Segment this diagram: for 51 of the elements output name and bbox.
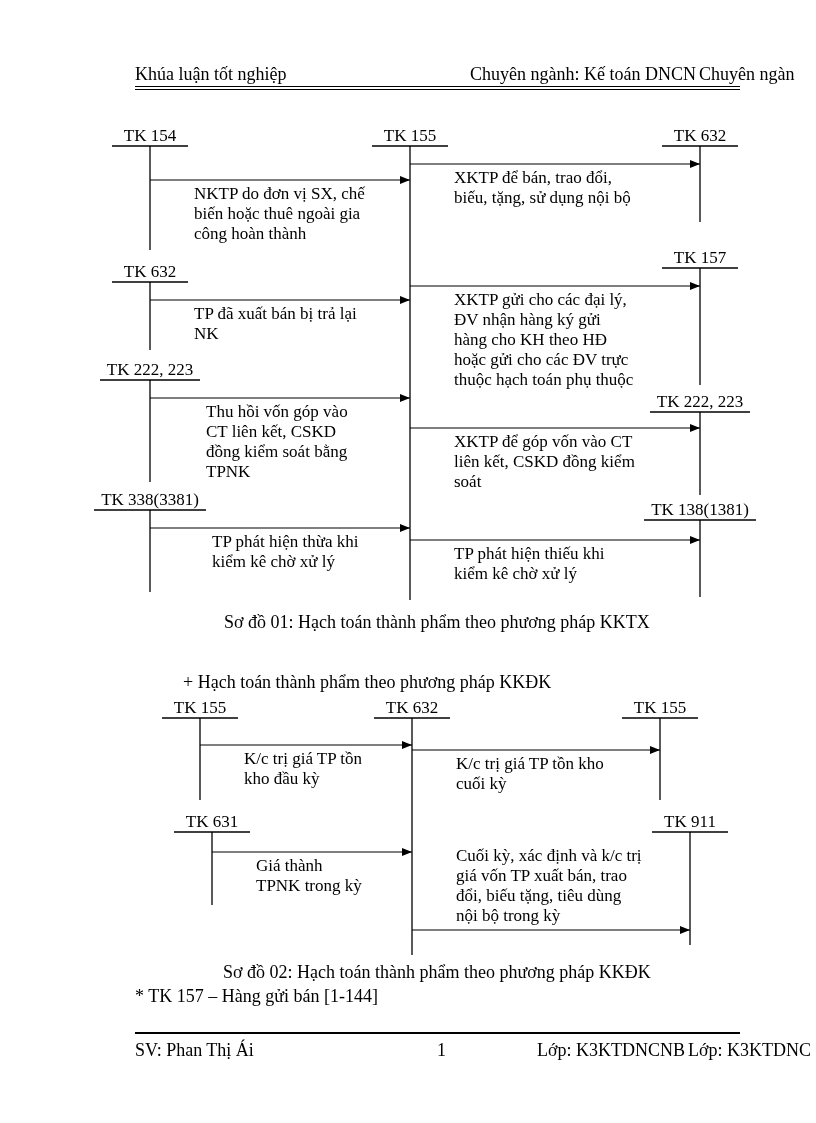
header-text: Chuyên ngành: Kế toán DNCN <box>470 64 696 85</box>
arrow <box>149 176 411 184</box>
footer-text: Lớp: K3KTDNC <box>688 1040 811 1061</box>
arrow <box>409 282 701 290</box>
t-account <box>94 490 206 592</box>
edge-label: Cuối kỳ, xác định và k/c trị giá vốn TP xuất bán, trao đổi, biếu tặng, tiêu dùng nội bộ trong kỳ <box>456 846 643 926</box>
t-account <box>644 500 756 597</box>
account-name: TK 911 <box>664 812 716 832</box>
edge-label: Thu hồi vốn góp vào CT liên kết, CSKD đồng kiểm soát bằng TPNK <box>206 402 349 482</box>
footer-text: Lớp: K3KTDNCNB <box>537 1040 686 1061</box>
account-name: TK 632 <box>385 698 439 718</box>
arrow <box>411 746 661 754</box>
edge-label: K/c trị giá TP tồn kho đầu kỳ <box>244 749 364 789</box>
section-heading: + Hạch toán thành phẩm theo phương pháp KKĐK <box>183 672 552 693</box>
arrow <box>149 394 411 402</box>
footer-text: SV: Phan Thị Ái <box>135 1040 254 1061</box>
edge-label: XKTP để bán, trao đổi, biếu, tặng, sử dụng nội bộ <box>454 168 632 208</box>
edge-label: Giá thành TPNK trong kỳ <box>256 856 363 896</box>
account-name: TK 338(3381) <box>101 490 199 510</box>
account-name: TK 632 <box>673 126 727 146</box>
edge-label: K/c trị giá TP tồn kho cuối kỳ <box>456 754 605 794</box>
arrow <box>149 524 411 532</box>
header-text: Chuyên ngàn <box>699 64 795 85</box>
note-text: * TK 157 – Hàng gửi bán [1-144] <box>135 986 378 1007</box>
account-name: TK 222, 223 <box>656 392 744 412</box>
account-name: TK 157 <box>673 248 727 268</box>
page-number: 1 <box>437 1040 446 1061</box>
account-name: TK 631 <box>185 812 239 832</box>
figure-caption: Sơ đồ 02: Hạch toán thành phẩm theo phương pháp KKĐK <box>223 962 651 983</box>
edge-label: TP đã xuất bán bị trả lại NK <box>194 304 358 344</box>
arrow <box>411 926 691 934</box>
arrow <box>409 160 701 168</box>
account-name: TK 155 <box>633 698 687 718</box>
account-name: TK 154 <box>123 126 177 146</box>
account-name: TK 138(1381) <box>651 500 749 520</box>
edge-label: XKTP để góp vốn vào CT liên kết, CSKD đồng kiểm soát <box>454 432 636 492</box>
arrow <box>409 424 701 432</box>
figure-caption: Sơ đồ 01: Hạch toán thành phẩm theo phương pháp KKTX <box>224 612 650 633</box>
edge-label: NKTP do đơn vị SX, chế biến hoặc thuê ngoài gia công hoàn thành <box>194 184 366 244</box>
account-name: TK 155 <box>173 698 227 718</box>
edge-label: XKTP gửi cho các đại lý, ĐV nhận hàng ký gửi hàng cho KH theo HĐ hoặc gửi cho các ĐV trực thuộc hạch toán phụ thuộc <box>454 290 635 390</box>
header-text: Khúa luận tốt nghiệp <box>135 64 287 85</box>
account-name: TK 632 <box>123 262 177 282</box>
arrow <box>211 848 413 856</box>
edge-label: TP phát hiện thừa khi kiểm kê chờ xử lý <box>212 532 360 572</box>
account-name: TK 222, 223 <box>106 360 194 380</box>
arrow <box>409 536 701 544</box>
arrow <box>199 741 413 749</box>
account-name: TK 155 <box>383 126 437 146</box>
arrow <box>149 296 411 304</box>
edge-label: TP phát hiện thiếu khi kiểm kê chờ xử lý <box>454 544 606 584</box>
